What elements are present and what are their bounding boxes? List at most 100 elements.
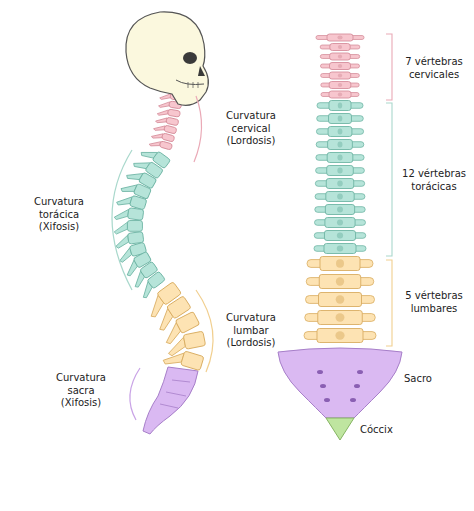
count-bracket: [386, 34, 392, 100]
count-bracket: [386, 260, 392, 346]
skull: [126, 12, 209, 105]
vertebra-frontal: [316, 166, 365, 176]
vertebra-frontal: [304, 329, 376, 343]
spinous-process: [337, 194, 343, 200]
vertebra-lateral: [162, 346, 204, 374]
spinous-process: [336, 295, 345, 303]
vertebral-body: [328, 127, 352, 137]
vertebral-body: [128, 208, 144, 221]
spinous-process: [337, 155, 342, 161]
vertebral-body: [128, 232, 144, 245]
vertebral-body: [181, 351, 204, 371]
vertebra-frontal: [305, 311, 376, 325]
spinous-process: [336, 259, 344, 267]
vertebral-body: [324, 244, 356, 254]
skull-outline: [126, 12, 209, 105]
tooth-line: [198, 82, 199, 88]
vertebral-body: [183, 331, 205, 349]
vertebra-frontal: [317, 101, 363, 111]
spinous-process: [149, 139, 161, 148]
nasal-cavity: [198, 66, 205, 76]
spinous-process: [338, 45, 342, 49]
vertebral-body: [319, 275, 361, 289]
vertebra-frontal: [321, 91, 359, 98]
sacral-foramen: [320, 384, 326, 388]
spine-label: 5 vértebras lumbares: [398, 290, 470, 315]
sacral-foramen: [354, 384, 360, 388]
spinous-process: [155, 116, 167, 125]
spine-label: Curvatura sacra (Xifosis): [48, 372, 114, 410]
jaw-line: [176, 80, 204, 85]
spinous-process: [335, 331, 344, 339]
curvature-bracket: [196, 290, 213, 372]
spinous-process: [114, 222, 127, 234]
transverse-process: [316, 155, 364, 161]
spinous-process: [338, 73, 342, 77]
transverse-process: [304, 332, 376, 340]
vertebral-body: [159, 141, 172, 150]
vertebral-body: [327, 166, 354, 176]
vertebral-body: [127, 221, 142, 232]
vertebra-frontal: [316, 140, 364, 150]
vertebral-body: [329, 72, 350, 79]
sacrum-lateral: [143, 367, 198, 434]
transverse-process: [315, 181, 364, 187]
spinous-process: [337, 220, 343, 226]
sacrum-line: [166, 392, 186, 396]
vertebral-body: [327, 153, 353, 163]
spinous-process: [162, 348, 184, 369]
vertebra-frontal: [316, 34, 364, 41]
spine-label: Curvatura torácica (Xifosis): [26, 196, 92, 234]
vertebra-lateral: [157, 107, 180, 118]
vertebral-body: [329, 91, 351, 98]
spine-label: Sacro: [404, 373, 454, 386]
coccyx: [326, 418, 354, 440]
spinous-process: [338, 103, 342, 109]
spinous-process: [337, 181, 342, 187]
vertebral-body: [329, 101, 351, 111]
vertebra-frontal: [315, 179, 364, 189]
spine-label: Curvatura cervical (Lordosis): [218, 110, 284, 148]
vertebra-frontal: [306, 275, 374, 289]
transverse-process: [320, 55, 359, 59]
vertebra-frontal: [314, 231, 365, 241]
transverse-process: [316, 36, 364, 40]
transverse-process: [316, 168, 365, 174]
sacral-foramen: [357, 370, 363, 374]
vertebra-frontal: [306, 293, 375, 307]
transverse-process: [316, 129, 363, 135]
spinous-process: [337, 35, 342, 39]
transverse-process: [321, 83, 359, 87]
spine-label: 12 vértebras torácicas: [398, 168, 470, 193]
transverse-process: [306, 278, 374, 286]
sacrum-line: [160, 404, 178, 408]
spinous-process: [338, 142, 343, 148]
vertebral-body: [175, 311, 199, 333]
spinous-process: [158, 100, 169, 108]
vertebral-body: [326, 179, 353, 189]
vertebra-frontal: [315, 218, 366, 228]
vertebra-frontal: [315, 192, 365, 202]
transverse-process: [317, 116, 364, 122]
sacral-foramen: [324, 398, 330, 402]
spinous-process: [336, 313, 345, 321]
vertebra-frontal: [316, 127, 363, 137]
transverse-process: [317, 103, 363, 109]
transverse-process: [315, 194, 365, 200]
transverse-process: [321, 93, 359, 97]
spinous-process: [336, 277, 344, 285]
spinous-process: [338, 54, 342, 58]
curvature-bracket: [112, 150, 132, 290]
transverse-process: [321, 74, 360, 78]
transverse-process: [305, 314, 376, 322]
vertebral-body: [329, 114, 352, 124]
spinous-process: [116, 193, 132, 208]
spinous-process: [337, 168, 342, 174]
vertebral-body: [330, 63, 351, 70]
spinous-process: [338, 83, 342, 87]
transverse-process: [314, 233, 365, 239]
spinous-process: [338, 64, 342, 68]
sacral-foramen: [350, 398, 356, 402]
count-bracket: [386, 103, 392, 256]
